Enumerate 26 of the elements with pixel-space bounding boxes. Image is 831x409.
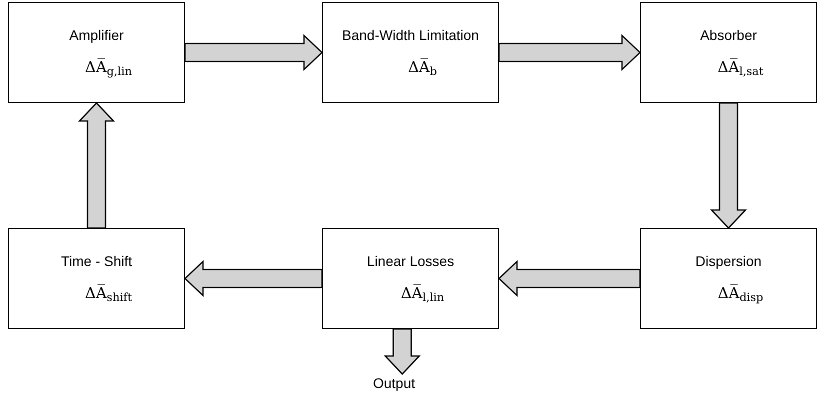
process-box <box>8 2 185 103</box>
formula: ΔA̅$_{disp}$ <box>718 282 764 304</box>
process-box <box>322 228 499 329</box>
process-box <box>322 2 499 103</box>
block-arrow <box>498 34 641 71</box>
block-arrow <box>498 260 641 297</box>
process-box <box>640 2 817 103</box>
block-arrow <box>184 260 323 297</box>
output-label: Output <box>368 374 420 392</box>
process-box <box>640 228 817 329</box>
block-arrow <box>184 34 323 71</box>
box-title: Band-Width Limitation <box>342 26 479 44</box>
formula: ΔA̅$_{b}$ <box>408 56 437 78</box>
box-title: Amplifier <box>69 26 124 44</box>
formula: ΔA̅$_{l,sat}$ <box>718 56 764 78</box>
formula: ΔA̅$_{g,lin}$ <box>85 56 132 78</box>
box-title: Linear Losses <box>366 252 454 270</box>
block-arrow <box>78 102 115 229</box>
box-title: Dispersion <box>695 252 762 270</box>
process-box <box>8 228 185 329</box>
box-title: Absorber <box>700 26 757 44</box>
block-arrow <box>710 102 747 229</box>
formula: ΔA̅$_{shift}$ <box>85 282 132 304</box>
block-arrow <box>384 328 421 375</box>
box-title: Time - Shift <box>60 252 132 270</box>
formula: ΔA̅$_{l,lin}$ <box>400 282 444 304</box>
